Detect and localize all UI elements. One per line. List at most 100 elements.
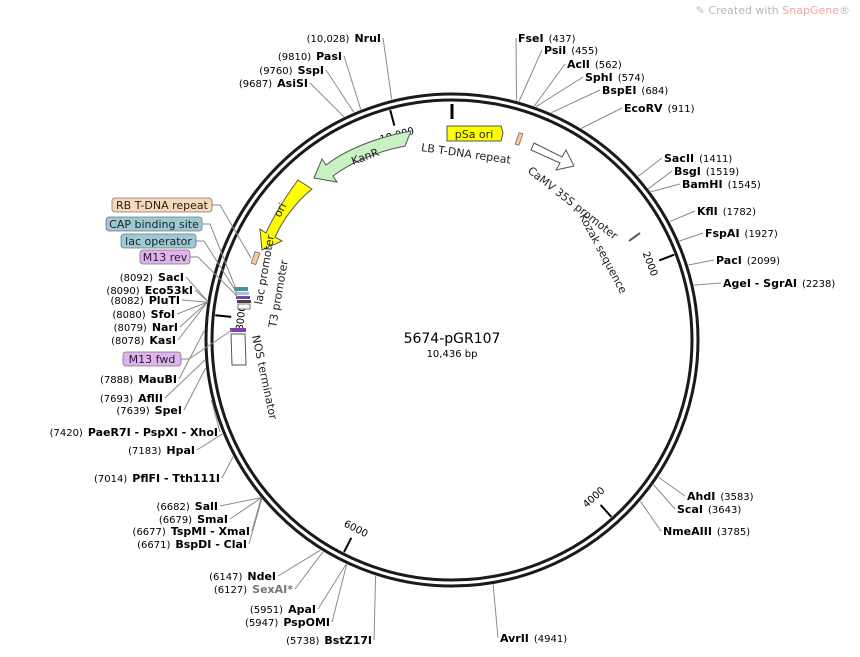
feature-ori[interactable]: ori <box>259 179 313 251</box>
site-paer7i-pspxi-xhoi[interactable]: (7420)PaeR7I - PspXI - XhoI <box>50 426 218 439</box>
site-sacii[interactable]: SacII(1411) <box>664 152 732 165</box>
site-bsgi[interactable]: BsgI(1519) <box>674 165 739 178</box>
ring-tick-mark <box>389 109 396 126</box>
site-pasi[interactable]: (9810)PasI <box>278 50 342 63</box>
feature-box-lac-operator[interactable]: lac operator <box>120 233 197 249</box>
site-fspai[interactable]: FspAI(1927) <box>705 227 778 240</box>
site-leader <box>331 564 348 623</box>
site-bstz17i[interactable]: (5738)BstZ17I <box>286 634 372 647</box>
site-position: (574) <box>618 73 645 84</box>
site-nmeaiii[interactable]: NmeAIII(3785) <box>663 525 750 538</box>
site-position: (8082) <box>110 296 143 307</box>
watermark-logo-icon: ✎ <box>695 4 705 17</box>
camv35s-label: CaMV 35S promoter <box>525 164 620 243</box>
site-nrui[interactable]: (10,028)NruI <box>307 32 381 45</box>
site-kfli[interactable]: KflI(1782) <box>697 205 756 218</box>
site-sfoi[interactable]: (8080)SfoI <box>112 308 175 321</box>
feature-box-cap-binding-site[interactable]: CAP binding site <box>105 216 203 232</box>
site-sali[interactable]: (6682)SalI <box>157 500 218 513</box>
feature-box-leader <box>212 204 252 259</box>
promoter-cluster <box>234 287 251 310</box>
site-leader <box>196 433 223 451</box>
feature-box-m13-rev[interactable]: M13 rev <box>139 249 191 265</box>
site-avrii[interactable]: AvrII (4941) <box>500 632 567 645</box>
site-name: AclI <box>567 58 590 71</box>
site-position: (5947) <box>245 618 278 629</box>
site-asisi[interactable]: (9687)AsiSI <box>239 77 308 90</box>
site-pluti[interactable]: (8082)PluTI <box>110 294 180 307</box>
site-bspdi-clai[interactable]: (6671) BspDI - ClaI <box>137 538 247 551</box>
site-ndei[interactable]: (6147) NdeI <box>209 570 276 583</box>
ring-tick-mark <box>658 253 675 262</box>
m13-fwd-mark <box>230 328 246 332</box>
snapgene-watermark: ✎ Created with SnapGene® <box>696 4 850 17</box>
site-fsei[interactable]: FseI(437) <box>518 32 576 45</box>
site-position: (6147) <box>209 572 242 583</box>
site-name: BspDI - ClaI <box>175 538 247 551</box>
site-maubi[interactable]: (7888)MauBI <box>100 373 177 386</box>
watermark-brand: SnapGene <box>782 4 839 17</box>
site-name: AvrII <box>500 632 529 645</box>
site-agei-sgrai[interactable]: AgeI - SgrAI(2238) <box>723 277 835 290</box>
site-leader <box>185 276 208 301</box>
site-position: (5951) <box>250 605 283 616</box>
site-leader <box>535 76 584 108</box>
site-name: SspI <box>298 64 324 77</box>
site-tspmi-xmai[interactable]: (6677)TspMI - XmaI <box>133 525 250 538</box>
site-leader <box>248 498 263 545</box>
site-pflfi-tth111i[interactable]: (7014)PflFI - Tth111I <box>94 472 220 485</box>
site-bamhi[interactable]: BamHI(1545) <box>682 178 761 191</box>
site-name: MauBI <box>138 373 177 386</box>
t3-promoter-mark <box>237 303 251 310</box>
feature-box-rb-t-dna-repeat[interactable]: RB T-DNA repeat <box>111 197 213 213</box>
feature-box-bg <box>105 216 203 232</box>
site-position: (1411) <box>699 154 732 165</box>
site-hpai[interactable]: (7183)HpaI <box>128 444 195 457</box>
site-scai[interactable]: ScaI(3643) <box>677 503 741 516</box>
feature-box-m13-fwd[interactable]: M13 fwd <box>122 351 182 367</box>
feature-box-bg <box>139 249 191 265</box>
site-sspi[interactable]: (9760)SspI <box>259 64 324 77</box>
site-smai[interactable]: (6679)SmaI <box>159 513 228 526</box>
site-name: FseI <box>518 32 544 45</box>
nos-terminator-label: NOS terminator <box>249 334 280 421</box>
site-ecorv[interactable]: EcoRV(911) <box>624 102 695 115</box>
feature-box-label: CAP binding site <box>109 218 199 231</box>
site-saci[interactable]: (8092)SacI <box>120 271 184 284</box>
site-acli[interactable]: AclI(562) <box>567 58 622 71</box>
site-paci[interactable]: PacI(2099) <box>716 254 780 267</box>
site-position: (2099) <box>747 256 780 267</box>
site-kasi[interactable]: (8078)KasI <box>111 334 176 347</box>
site-aflii[interactable]: (7693)AflII <box>100 392 163 405</box>
site-nari[interactable]: (8079)NarI <box>114 321 178 334</box>
site-position: (684) <box>641 86 668 97</box>
pSa-ori-label: pSa ori <box>455 128 494 141</box>
feature-kanr[interactable]: KanR <box>313 130 412 183</box>
site-position: (9687) <box>239 79 272 90</box>
ori-label: ori <box>271 201 289 220</box>
site-name: SpeI <box>155 404 182 417</box>
site-eco53ki[interactable]: (8090)Eco53kI <box>106 284 193 297</box>
site-position: (1927) <box>745 229 778 240</box>
site-position: (10,028) <box>307 34 350 45</box>
site-position: (1782) <box>723 207 756 218</box>
feature-pSa-ori[interactable]: pSa ori <box>446 125 504 142</box>
site-name: SfoI <box>151 308 175 321</box>
site-bspei[interactable]: BspEI (684) <box>602 84 668 97</box>
site-spei[interactable]: (7639)SpeI <box>116 404 182 417</box>
site-sphi[interactable]: SphI(574) <box>585 71 645 84</box>
site-psii[interactable]: PsiI(455) <box>544 44 598 57</box>
site-name: BspEI <box>602 84 636 97</box>
site-name: NdeI <box>247 570 276 583</box>
feature-box-leader <box>181 329 233 360</box>
site-position: (4941) <box>534 634 567 645</box>
site-leader <box>219 497 261 507</box>
site-pspomi[interactable]: (5947)PspOMI <box>245 616 330 629</box>
site-ahdi[interactable]: AhdI(3583) <box>687 490 754 503</box>
site-apai[interactable]: (5951)ApaI <box>250 603 316 616</box>
site-position: (6127) <box>214 585 247 596</box>
site-sexai-[interactable]: (6127)SexAI* <box>214 583 293 596</box>
site-position: (6671) <box>137 540 170 551</box>
rb-tdna-marker <box>250 251 261 266</box>
site-position: (7183) <box>128 446 161 457</box>
